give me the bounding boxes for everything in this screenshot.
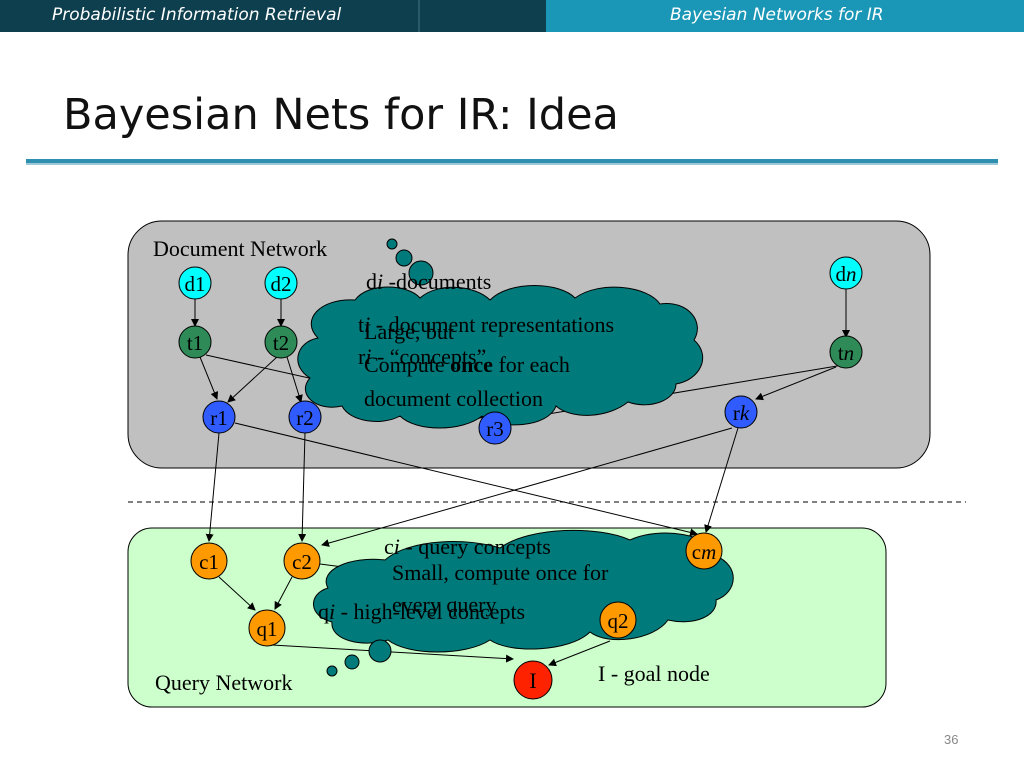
header-left-text: Probabilistic Information Retrieval	[52, 5, 342, 25]
svg-text:d2: d2	[271, 272, 292, 296]
document-network-label: Document Network	[153, 236, 327, 261]
query-cloud-line1: Small, compute once for	[392, 560, 609, 585]
node-q1: q1	[248, 609, 286, 647]
page-number: 36	[944, 732, 959, 747]
doc-cloud-line1: Large, but	[364, 319, 454, 344]
node-r2: r2	[288, 400, 322, 434]
query-cloud-text: Small, compute once for every query	[392, 560, 609, 617]
svg-text:t1: t1	[187, 331, 203, 355]
header-right-text: Bayesian Networks for IR	[670, 5, 884, 25]
node-cm: cm	[685, 532, 723, 570]
node-c2: c2	[283, 542, 321, 580]
query-network-label: Query Network	[155, 670, 292, 695]
title-underline	[26, 159, 998, 165]
svg-text:dn: dn	[836, 262, 857, 286]
svg-text:c1: c1	[199, 550, 219, 574]
query-cloud-line2: every query	[392, 592, 496, 617]
svg-text:c2: c2	[292, 550, 312, 574]
svg-text:q1: q1	[257, 617, 278, 641]
slide-title: Bayesian Nets for IR: Idea	[63, 90, 619, 140]
header-separator	[418, 0, 420, 32]
node-q2: q2	[599, 601, 637, 639]
legend-ri: ri - “concepts”	[358, 344, 486, 369]
svg-text:r2: r2	[296, 406, 314, 430]
header-bar: Probabilistic Information Retrieval Baye…	[0, 0, 1024, 32]
node-t1: t1	[178, 325, 212, 359]
svg-text:cm: cm	[692, 540, 717, 564]
node-tn: tn	[829, 335, 863, 369]
svg-text:I: I	[529, 668, 536, 693]
svg-text:tn: tn	[838, 341, 854, 365]
svg-text:r3: r3	[486, 417, 504, 441]
node-c1: c1	[190, 542, 228, 580]
legend-goal: I - goal node	[598, 661, 710, 686]
node-r1: r1	[202, 400, 236, 434]
legend-di: di -documents	[366, 269, 491, 294]
document-cloud-text: Large, but Compute once for each documen…	[364, 319, 570, 411]
legend-qi: qi - high-level concepts	[318, 599, 525, 624]
node-rk: rk	[724, 395, 758, 429]
svg-text:q2: q2	[608, 609, 629, 633]
node-goal: I	[513, 660, 553, 700]
legend-ci: ci - query concepts	[384, 534, 551, 559]
legend-ti: ti - document representations	[358, 312, 614, 337]
node-dn: dn	[829, 256, 863, 290]
document-cloud	[297, 238, 704, 429]
doc-cloud-line3: document collection	[364, 386, 543, 411]
svg-text:d1: d1	[185, 272, 206, 296]
doc-cloud-line2: Compute once for each	[364, 352, 570, 377]
node-d1: d1	[178, 266, 212, 300]
cross-network-edges	[205, 422, 739, 547]
query-legend: ci - query concepts qi - high-level conc…	[318, 534, 710, 686]
svg-text:t2: t2	[273, 331, 289, 355]
svg-text:r1: r1	[210, 406, 228, 430]
header-bar-right	[546, 0, 1024, 32]
svg-text:rk: rk	[733, 401, 750, 425]
node-t2: t2	[264, 325, 298, 359]
node-r3: r3	[478, 411, 512, 445]
document-legend: di -documents ti - document representati…	[358, 269, 614, 369]
node-d2: d2	[264, 266, 298, 300]
